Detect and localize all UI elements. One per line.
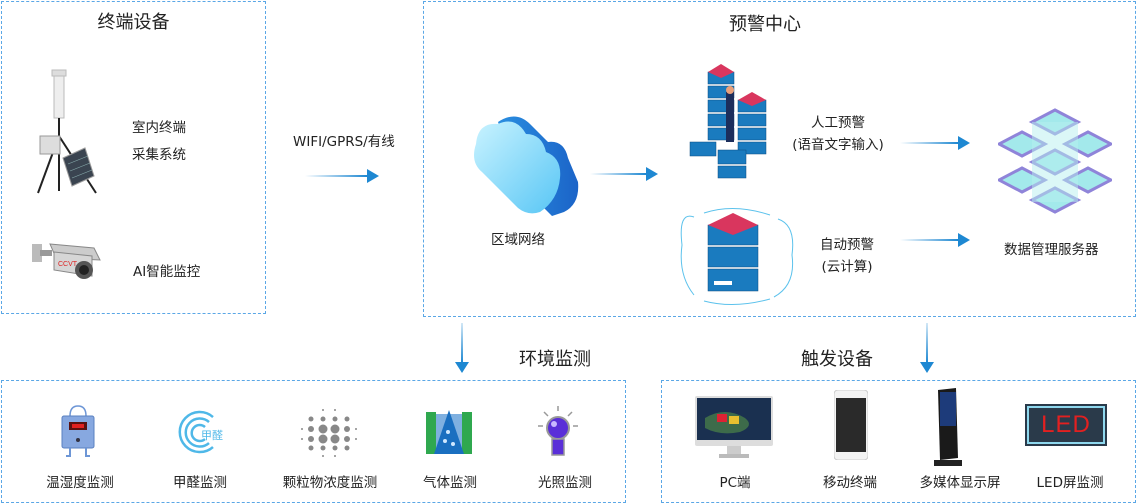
led-screen-icon: LED (1027, 406, 1105, 444)
server-stack-person-icon (689, 64, 767, 179)
weather-station-icon (37, 69, 97, 194)
formaldehyde-label: 甲醛监测 (173, 475, 227, 491)
kiosk-label: 多媒体显示屏 (919, 475, 1001, 491)
trigger-devices-title: 触发设备 (801, 349, 873, 370)
warning-center-title: 预警中心 (729, 14, 801, 35)
ai-monitoring-label: AI智能监控 (133, 264, 201, 280)
light-label: 光照监测 (538, 475, 592, 491)
smartphone-icon (834, 390, 868, 460)
env-monitoring-panel (1, 380, 626, 503)
terminal-devices-title: 终端设备 (97, 12, 170, 33)
env-monitoring-title: 环境监测 (519, 349, 591, 370)
particulate-dots-icon (301, 409, 357, 457)
manual-to-server-arrow (900, 136, 970, 150)
regional-network-label: 区域网络 (491, 232, 545, 248)
terminal-devices-panel (1, 1, 266, 314)
auto-warning-line1: 自动预警 (820, 237, 874, 253)
gas-label: 气体监测 (423, 475, 477, 491)
manual-warning-line2: (语音文字输入) (792, 137, 884, 153)
gas-icon (426, 410, 472, 454)
cloud-server-icon (680, 207, 794, 306)
temperature-humidity-sensor-icon (61, 405, 95, 457)
auto-warning-line2: (云计算) (821, 259, 873, 275)
indoor-terminal-label-line2: 采集系统 (132, 147, 186, 163)
trigger-devices-down-arrow (920, 323, 934, 373)
auto-to-server-arrow (900, 233, 970, 247)
led-screen-text: LED (1041, 411, 1091, 438)
monitor-icon (695, 396, 773, 458)
data-server-label: 数据管理服务器 (1004, 242, 1099, 258)
network-to-warning-arrow (590, 167, 658, 181)
particulate-label: 颗粒物浓度监测 (282, 475, 378, 491)
light-bulb-icon (538, 406, 578, 456)
cloud-icon (474, 116, 579, 216)
led-label: LED屏监测 (1036, 475, 1104, 491)
camera-brand-text: CCVT (58, 261, 78, 268)
formaldehyde-icon: 甲醛 (178, 410, 223, 454)
manual-warning-line1: 人工预警 (811, 115, 865, 131)
mobile-label: 移动终端 (823, 475, 877, 491)
kiosk-display-icon (934, 388, 962, 466)
warning-center-panel (423, 1, 1136, 317)
formaldehyde-icon-text: 甲醛 (201, 428, 223, 442)
cctv-camera-icon: CCVT (32, 243, 101, 279)
env-monitoring-down-arrow (455, 323, 469, 373)
connection-label: WIFI/GPRS/有线 (293, 134, 395, 150)
trigger-devices-panel (661, 380, 1136, 503)
indoor-terminal-label-line1: 室内终端 (132, 120, 186, 136)
temp-humidity-label: 温湿度监测 (46, 475, 114, 491)
connection-arrow (305, 169, 379, 183)
pc-label: PC端 (719, 475, 751, 491)
data-server-cluster-icon (998, 108, 1112, 214)
